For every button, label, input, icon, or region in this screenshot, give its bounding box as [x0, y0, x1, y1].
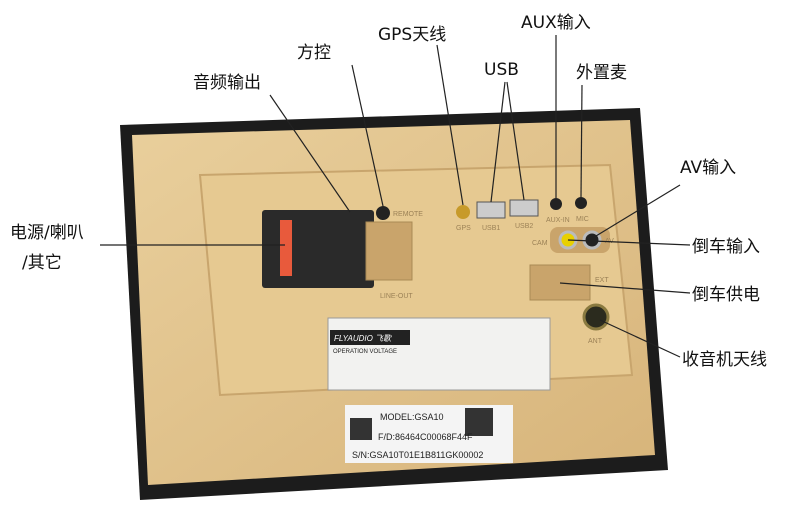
- usb2-port: [509, 199, 539, 217]
- antenna-port: [582, 303, 610, 331]
- datamatrix-code: [350, 418, 372, 440]
- mic-port: [575, 197, 587, 209]
- model-label: MODEL:GSA10 F/D:86464C00068F44F S/N:GSA1…: [345, 405, 513, 463]
- callout-audio-out: 音频输出: [193, 73, 261, 93]
- aux-in-port: [550, 198, 562, 210]
- line-out-label: LINE-OUT: [380, 293, 413, 300]
- leader-radio: [599, 319, 681, 358]
- leader-usb2: [506, 81, 525, 201]
- operation-voltage: OPERATION VOLTAGE: [333, 349, 397, 355]
- callout-radio-antenna: 收音机天线: [682, 350, 767, 370]
- callout-av-in: AV输入: [680, 158, 736, 178]
- usb2-label: USB2: [515, 223, 533, 230]
- ext-port: [529, 264, 591, 301]
- mic-label: MIC: [576, 216, 589, 223]
- callout-usb: USB: [484, 60, 519, 80]
- usb1-port: [476, 201, 506, 219]
- callout-gps: GPS天线: [378, 25, 446, 45]
- ext-label: EXT: [595, 277, 609, 284]
- brand-logo: FLYAUDIO 飞歌: [334, 334, 393, 343]
- qr-code: [465, 408, 493, 436]
- remote-label: REMOTE: [393, 211, 423, 218]
- aux-in-label: AUX-IN: [546, 217, 570, 224]
- model-text: MODEL:GSA10: [380, 412, 444, 422]
- leader-mic: [580, 84, 583, 198]
- leader-gps: [436, 44, 464, 206]
- ant-label: ANT: [588, 338, 603, 345]
- line-out-port: [365, 221, 413, 281]
- leader-rear-cam: [567, 239, 691, 246]
- callout-power-line1: 电源/喇叭: [10, 223, 84, 243]
- callout-rear-power: 倒车供电: [692, 285, 760, 305]
- leader-steering: [351, 64, 384, 207]
- sn-text: S/N:GSA10T01E1B811GK00002: [352, 450, 483, 460]
- usb1-label: USB1: [482, 225, 500, 232]
- leader-av-in: [595, 184, 681, 237]
- leader-usb1: [490, 81, 506, 203]
- fid-text: F/D:86464C00068F44F: [378, 432, 473, 442]
- cam-label: CAM: [532, 240, 548, 247]
- gps-label: GPS: [456, 225, 471, 232]
- callout-rear-cam: 倒车输入: [692, 237, 760, 257]
- remote-port: [376, 206, 390, 220]
- leader-audio-out: [269, 94, 351, 213]
- callout-aux: AUX输入: [521, 13, 591, 33]
- callout-power-line2: /其它: [22, 253, 62, 273]
- gps-port: [456, 205, 470, 219]
- spec-label: FLYAUDIO 飞歌 OPERATION VOLTAGE: [327, 317, 551, 391]
- power-speaker-connector: [262, 210, 374, 288]
- leader-rear-power: [559, 282, 691, 294]
- callout-steering: 方控: [297, 43, 331, 63]
- callout-mic: 外置麦: [576, 63, 627, 83]
